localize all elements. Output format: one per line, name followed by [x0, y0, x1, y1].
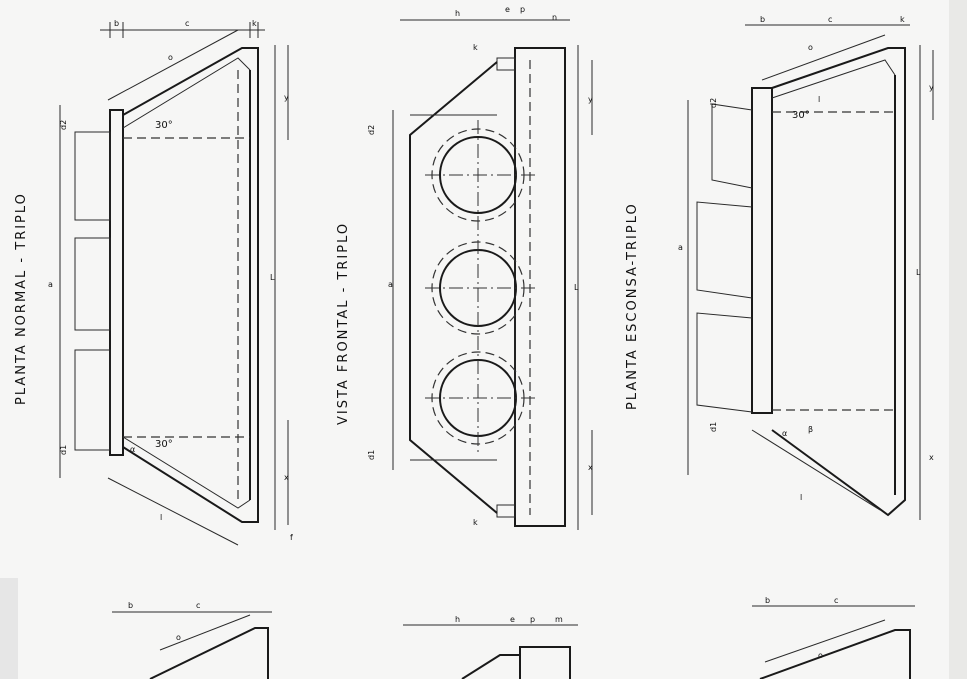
- page-edge-shadow-left: [0, 578, 18, 679]
- svg-text:d1: d1: [59, 445, 68, 455]
- svg-text:a: a: [48, 280, 53, 289]
- frontal-wing-outline: [409, 61, 498, 514]
- svg-text:a: a: [678, 243, 683, 252]
- svg-text:x: x: [284, 473, 289, 482]
- pipe-stub-2: [74, 237, 111, 331]
- svg-text:e: e: [510, 615, 515, 624]
- svg-text:b: b: [114, 19, 119, 28]
- svg-text:c: c: [834, 596, 838, 605]
- svg-text:h: h: [455, 615, 460, 624]
- svg-text:L: L: [270, 273, 275, 282]
- wing-outline-esconsa: [771, 47, 906, 517]
- svg-text:p: p: [530, 615, 535, 624]
- svg-text:d2: d2: [709, 98, 718, 108]
- svg-text:o: o: [176, 633, 181, 642]
- svg-text:d1: d1: [709, 422, 718, 432]
- svg-text:y: y: [588, 95, 593, 104]
- svg-text:l: l: [160, 513, 162, 522]
- svg-text:L: L: [916, 268, 921, 277]
- pipe-stub-3: [74, 349, 111, 451]
- svg-text:c: c: [196, 601, 200, 610]
- svg-text:l: l: [818, 95, 820, 104]
- svg-text:p: p: [520, 5, 525, 14]
- svg-text:30°: 30°: [155, 439, 173, 450]
- svg-text:y: y: [284, 93, 289, 102]
- svg-text:o: o: [818, 651, 823, 660]
- svg-text:m: m: [555, 615, 563, 624]
- svg-text:n: n: [552, 13, 557, 22]
- frontal-view-drawing: VISTA FRONTAL - TRIPLO h e p: [336, 5, 593, 530]
- svg-text:b: b: [128, 601, 133, 610]
- svg-text:α: α: [782, 429, 787, 438]
- svg-text:c: c: [828, 15, 832, 24]
- pipe-stub-1: [74, 131, 111, 221]
- svg-text:k: k: [473, 43, 478, 52]
- svg-text:d2: d2: [367, 125, 376, 135]
- plan-skew-drawing: PLANTA ESCONSA-TRIPLO b c k a d2 d1 y x: [625, 15, 934, 520]
- svg-text:30°: 30°: [155, 120, 173, 131]
- svg-text:30°: 30°: [792, 110, 810, 121]
- frontal-base: [514, 47, 566, 527]
- page-edge-shadow: [949, 0, 967, 679]
- title-planta-normal: PLANTA NORMAL - TRIPLO: [14, 192, 29, 405]
- svg-text:o: o: [808, 43, 813, 52]
- title-vista-frontal: VISTA FRONTAL - TRIPLO: [336, 222, 351, 425]
- svg-text:k: k: [252, 19, 257, 28]
- headwall-esconsa: [751, 87, 773, 414]
- svg-text:o: o: [168, 53, 173, 62]
- svg-text:h: h: [455, 9, 460, 18]
- bottom-partial-drawings: b c o h e p m b c o: [112, 596, 915, 679]
- headwall-normal: [109, 109, 124, 456]
- plan-normal-drawing: PLANTA NORMAL - TRIPLO b c k: [14, 19, 293, 546]
- svg-text:d1: d1: [367, 450, 376, 460]
- wing-outline-normal: [122, 47, 259, 523]
- svg-text:d2: d2: [59, 120, 68, 130]
- title-planta-esconsa: PLANTA ESCONSA-TRIPLO: [625, 202, 640, 410]
- svg-text:a: a: [388, 280, 393, 289]
- svg-text:k: k: [900, 15, 905, 24]
- svg-text:b: b: [760, 15, 765, 24]
- svg-text:α: α: [130, 445, 135, 454]
- svg-text:c: c: [185, 19, 189, 28]
- svg-text:e: e: [505, 5, 510, 14]
- svg-text:x: x: [588, 463, 593, 472]
- svg-text:b: b: [765, 596, 770, 605]
- svg-text:l: l: [800, 493, 802, 502]
- svg-text:y: y: [929, 83, 934, 92]
- svg-text:f: f: [290, 533, 293, 542]
- svg-text:k: k: [473, 518, 478, 527]
- svg-text:x: x: [929, 453, 934, 462]
- svg-text:L: L: [574, 283, 579, 292]
- svg-text:β: β: [808, 425, 813, 434]
